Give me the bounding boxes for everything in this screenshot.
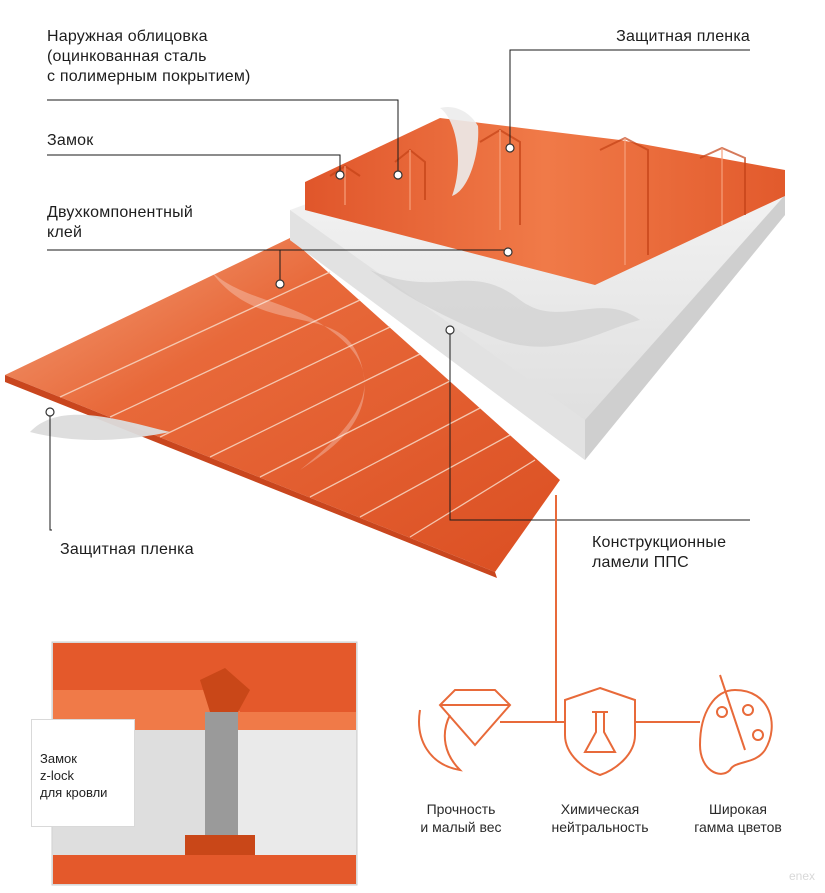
bottom-steel-sheet [5, 238, 560, 578]
callout-dots [45, 143, 515, 417]
protective-film-bottom-label: Защитная пленка [60, 541, 194, 558]
palette-brush-icon [698, 674, 773, 775]
lamellae-label: Конструкционные ламели ППС [592, 534, 727, 571]
glue-label: Двухкомпонентный клей [47, 204, 193, 241]
outer-cladding-label: Наружная облицовка (оцинкованная сталь с… [47, 28, 251, 85]
diamond-feather-icon [418, 689, 512, 772]
callout-lines [47, 49, 750, 531]
inset-note: Замок z-lock для кровли [31, 719, 135, 827]
protective-film-top-label: Защитная пленка [616, 28, 750, 45]
feature-connectors [500, 495, 700, 723]
lock-label: Замок [47, 132, 94, 149]
brand-watermark: enex [788, 869, 815, 883]
feature-strength: Прочность и малый вес [420, 801, 502, 835]
shield-flask-icon [564, 686, 636, 777]
top-corrugated-sheet [305, 106, 785, 285]
feature-colors: Широкая гамма цветов [694, 801, 782, 835]
feature-chemical: Химическая нейтральность [551, 801, 649, 835]
